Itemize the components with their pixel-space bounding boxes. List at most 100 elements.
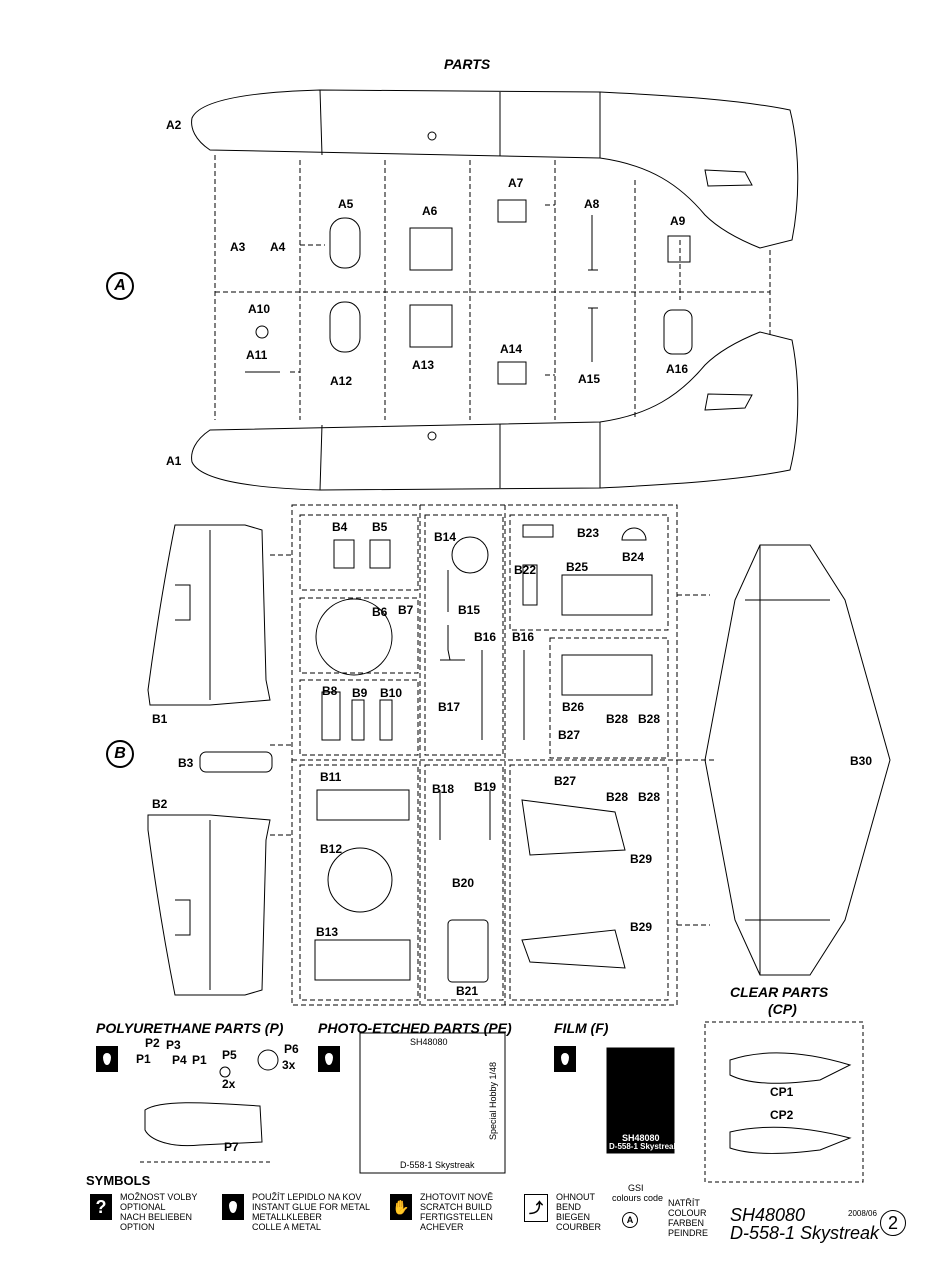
footer-kit-name: D-558-1 Skystreak — [730, 1223, 880, 1243]
part-label: B14 — [434, 530, 457, 544]
part-label: B27 — [558, 728, 581, 742]
film-code: SH48080 — [622, 1133, 660, 1143]
part-label: B7 — [398, 603, 414, 617]
part-label: A15 — [578, 372, 601, 386]
pe-side-text: Special Hobby 1/48 — [488, 1061, 498, 1140]
part-label: B28 — [606, 712, 629, 726]
part-label: B19 — [474, 780, 497, 794]
part-label: CP2 — [770, 1108, 794, 1122]
part-label: B22 — [514, 563, 537, 577]
part-label: B25 — [566, 560, 589, 574]
part-label: A10 — [248, 302, 271, 316]
part-label: P1 — [192, 1053, 207, 1067]
part-label: A13 — [412, 358, 435, 372]
gsi-colours-code: colours code — [612, 1193, 664, 1203]
footer-kit-code: SH48080 — [730, 1205, 806, 1225]
symbols-title: SYMBOLS — [86, 1173, 151, 1188]
part-label: B1 — [152, 712, 168, 726]
part-label: B15 — [458, 603, 481, 617]
part-label: A8 — [584, 197, 600, 211]
part-label: A16 — [666, 362, 689, 376]
part-label: A1 — [166, 454, 182, 468]
bend-icon: ⤴ — [524, 1194, 548, 1222]
part-label: A9 — [670, 214, 686, 228]
part-label: B17 — [438, 700, 461, 714]
part-label: B28 — [606, 790, 629, 804]
part-label: P2 — [145, 1036, 160, 1050]
part-label: B28 — [638, 712, 661, 726]
part-label: A4 — [270, 240, 286, 254]
glue-drop-icon — [554, 1046, 576, 1072]
polyurethane-title: POLYURETHANE PARTS (P) — [96, 1020, 284, 1036]
part-label: B10 — [380, 686, 403, 700]
part-label: B28 — [638, 790, 661, 804]
part-label: B16 — [474, 630, 497, 644]
horizontal-tail-b30 — [704, 544, 891, 976]
part-label: A7 — [508, 176, 524, 190]
clear-parts-title: CLEAR PARTS — [730, 984, 829, 1000]
part-label: P4 — [172, 1053, 187, 1067]
part-label: B29 — [630, 852, 653, 866]
wing-half-b2 — [147, 814, 271, 996]
part-label: B18 — [432, 782, 455, 796]
photo-etched-title: PHOTO-ETCHED PARTS (PE) — [318, 1020, 512, 1036]
part-label: A5 — [338, 197, 354, 211]
film-name: D-558-1 Skystreak — [609, 1142, 678, 1151]
part-label: B11 — [320, 770, 342, 784]
part-label: B23 — [577, 526, 600, 540]
sprue-b-marker: B — [106, 740, 134, 768]
part-label: B27 — [554, 774, 577, 788]
part-label: B8 — [322, 684, 338, 698]
part-label: P5 — [222, 1048, 237, 1062]
part-label: B12 — [320, 842, 343, 856]
clear-parts-title-code: (CP) — [768, 1001, 797, 1017]
page-number: 2 — [880, 1210, 906, 1236]
part-label: B3 — [178, 756, 194, 770]
glue-drop-icon — [96, 1046, 118, 1072]
part-label: B30 — [850, 754, 873, 768]
part-label: A11 — [246, 348, 268, 362]
part-label: B24 — [622, 550, 645, 564]
part-label: B21 — [456, 984, 479, 998]
part-label: B29 — [630, 920, 653, 934]
part-label: B16 — [512, 630, 535, 644]
part-label: P3 — [166, 1038, 181, 1052]
part-label: B26 — [562, 700, 585, 714]
part-label: B4 — [332, 520, 348, 534]
fuselage-half-a2 — [191, 89, 799, 249]
wing-half-b1 — [147, 524, 271, 706]
part-label: B2 — [152, 797, 168, 811]
part-label: B5 — [372, 520, 388, 534]
part-label: P1 — [136, 1052, 151, 1066]
glue-drop-icon — [318, 1046, 340, 1072]
part-label: A12 — [330, 374, 353, 388]
part-label: B13 — [316, 925, 339, 939]
pe-fret-name: D-558-1 Skystreak — [400, 1160, 475, 1170]
part-label: B6 — [372, 605, 388, 619]
hand-icon: ✋ — [390, 1194, 412, 1220]
page-title: PARTS — [444, 56, 491, 72]
part-quantity: 2x — [222, 1077, 236, 1091]
part-quantity: 3x — [282, 1058, 296, 1072]
part-label: P7 — [224, 1140, 239, 1154]
fuselage-half-a1 — [191, 331, 799, 491]
pe-fret-code: SH48080 — [410, 1037, 448, 1047]
sprue-a-marker: A — [106, 272, 134, 300]
footer-date: 2008/06 — [848, 1209, 877, 1218]
part-label: CP1 — [770, 1085, 794, 1099]
part-label: A3 — [230, 240, 246, 254]
gsi-colour-icon: A — [622, 1212, 638, 1228]
part-label: A6 — [422, 204, 438, 218]
part-label: B9 — [352, 686, 368, 700]
glue-drop-icon — [222, 1194, 244, 1220]
film-title: FILM (F) — [554, 1020, 609, 1036]
part-label: A14 — [500, 342, 523, 356]
question-mark-icon: ? — [90, 1194, 112, 1220]
part-label: B20 — [452, 876, 475, 890]
